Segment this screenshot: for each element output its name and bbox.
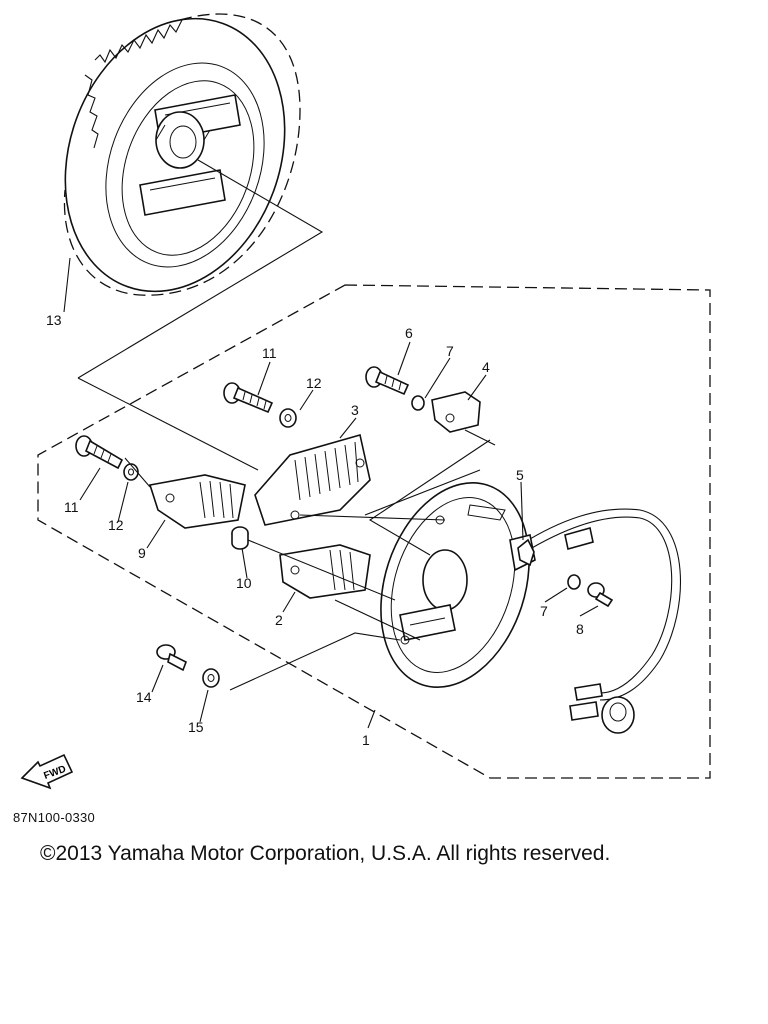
callout-7-lower: 7 — [540, 603, 548, 619]
callout-13: 13 — [46, 312, 62, 328]
lighting-coil — [254, 433, 371, 526]
screw-8 — [587, 582, 614, 608]
callout-11-upper: 11 — [262, 345, 277, 361]
washer-7-upper — [411, 395, 425, 411]
callout-7-upper: 7 — [446, 343, 454, 359]
callout-6: 6 — [405, 325, 413, 341]
diagram-code: 87N100-0330 — [13, 810, 96, 825]
parts-diagram: 13 11 12 6 7 4 3 5 11 12 9 10 2 7 8 14 1… — [20, 13, 711, 790]
callout-2: 2 — [275, 612, 283, 628]
callout-9: 9 — [138, 545, 146, 561]
washer-7-lower — [567, 574, 581, 590]
callout-14: 14 — [136, 689, 152, 705]
assembly-outline — [37, 284, 711, 779]
screw-6 — [365, 366, 410, 396]
flywheel-rotor — [63, 13, 324, 379]
clamp — [517, 538, 535, 567]
stator-base-plate — [380, 482, 530, 688]
callout-1: 1 — [362, 732, 370, 748]
washer-12-upper — [279, 408, 297, 428]
bracket — [431, 391, 496, 446]
collar — [231, 526, 249, 550]
source-coil — [148, 474, 246, 529]
callout-10: 10 — [236, 575, 252, 591]
screw-11-lower — [75, 435, 124, 470]
callout-leaders — [63, 257, 599, 729]
washer-12-lower — [123, 463, 139, 481]
callout-5: 5 — [516, 467, 524, 483]
callout-12-lower: 12 — [108, 517, 124, 533]
callout-12-upper: 12 — [306, 375, 322, 391]
callout-8: 8 — [576, 621, 584, 637]
copyright-notice: ©2013 Yamaha Motor Corporation, U.S.A. A… — [40, 842, 611, 865]
washer-15 — [202, 668, 220, 688]
callout-15: 15 — [188, 719, 204, 735]
lead-wire — [509, 508, 681, 734]
callout-4: 4 — [482, 359, 490, 375]
leader-lines — [77, 377, 491, 691]
callout-11-lower: 11 — [64, 499, 79, 515]
screw-11-upper — [223, 382, 274, 414]
fwd-arrow-icon: FWD — [20, 753, 74, 790]
callout-3: 3 — [351, 402, 359, 418]
screw-14 — [156, 644, 188, 672]
